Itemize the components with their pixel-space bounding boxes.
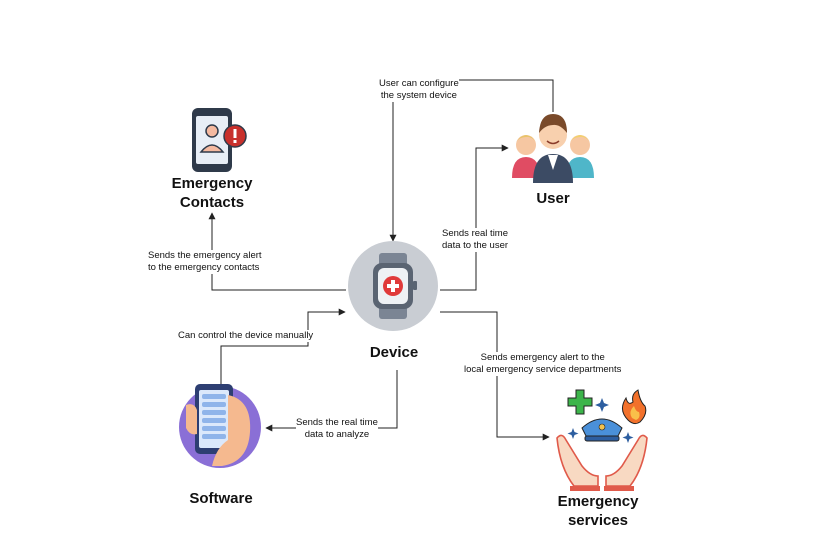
edge-label-to-software: Sends the real time data to analyze (296, 417, 378, 441)
edge-label-to-software-line1: Sends the real time (296, 417, 378, 428)
node-label-emergency-services-line2: services (567, 512, 629, 529)
edge-label-to-services-line2: local emergency service departments (464, 364, 622, 375)
user-group-icon (512, 114, 594, 183)
node-label-device: Device (369, 344, 419, 361)
node-label-emergency-services-line1: Emergency (557, 493, 639, 510)
edge-label-to-services: Sends emergency alert to the local emerg… (464, 352, 622, 376)
edge-label-to-user: Sends real time data to the user (442, 228, 509, 252)
edge-label-to-contacts: Sends the emergency alert to the emergen… (148, 250, 262, 274)
edge-user-to-device (389, 79, 554, 242)
edge-label-to-contacts-line1: Sends the emergency alert (148, 250, 262, 261)
edge-device-to-user (440, 144, 509, 291)
node-label-emergency-services: Emergency services (548, 492, 648, 530)
edge-label-configure-line1: User can configure (379, 78, 459, 89)
node-label-user: User (536, 190, 570, 207)
edge-label-to-user-line2: data to the user (442, 240, 509, 251)
software-phone-icon (179, 384, 261, 468)
edge-software-to-device (220, 308, 346, 388)
edge-label-manual-control: Can control the device manually (178, 330, 314, 342)
node-label-software: Software (189, 490, 253, 507)
edge-device-to-contacts (208, 212, 346, 291)
emergency-services-icon (556, 389, 648, 491)
edge-label-configure: User can configure the system device (379, 78, 459, 102)
contact-phone-icon (192, 108, 247, 172)
smartwatch-icon (348, 241, 438, 331)
edge-label-to-user-line1: Sends real time (442, 228, 509, 239)
edge-label-configure-line2: the system device (380, 90, 457, 101)
edge-label-to-services-line1: Sends emergency alert to the (480, 352, 605, 363)
edge-label-manual-control-line1: Can control the device manually (178, 330, 314, 341)
node-label-emergency-contacts-line2: Contacts (179, 194, 245, 211)
node-label-emergency-contacts: Emergency Contacts (162, 174, 262, 212)
edge-label-to-contacts-line2: to the emergency contacts (148, 262, 260, 273)
node-label-emergency-contacts-line1: Emergency (171, 175, 253, 192)
edge-label-to-software-line2: data to analyze (304, 429, 370, 440)
